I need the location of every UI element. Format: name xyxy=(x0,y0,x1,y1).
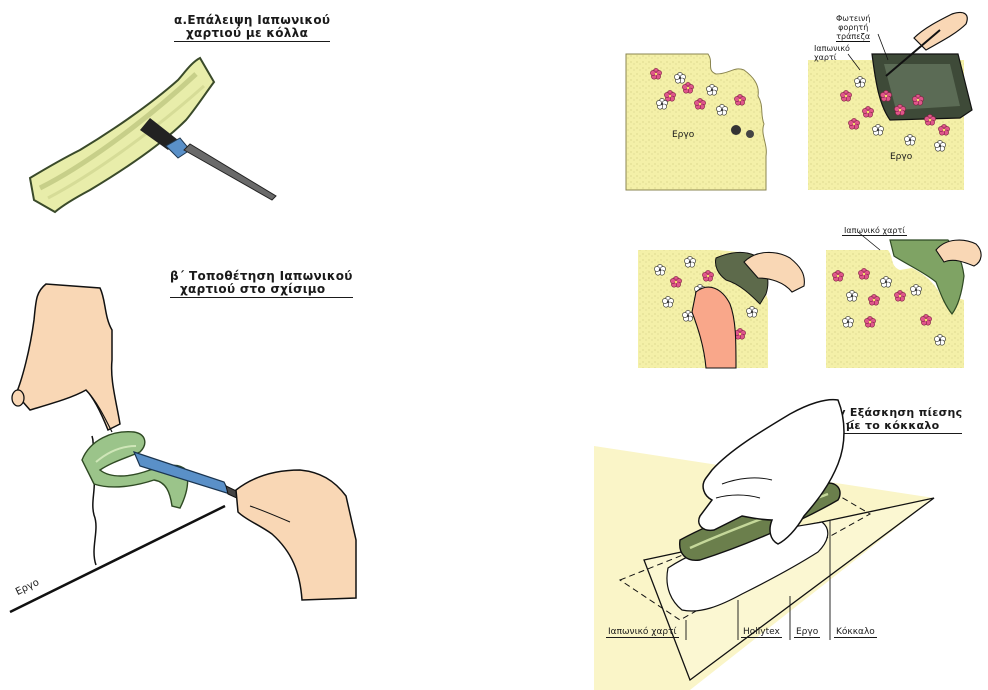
label-light-table-3: τράπεζα xyxy=(836,32,870,42)
panel-1-artwork xyxy=(626,54,766,190)
label-ergo-bottom: Εργο xyxy=(794,627,820,638)
label-light-table-1: Φωτεινή xyxy=(836,14,870,23)
holding-hand xyxy=(236,470,356,600)
brush-handle xyxy=(184,144,276,200)
label-japanese-paper-bottom: Ιαπωνικό χαρτί xyxy=(606,627,679,638)
label-light-table-2: φορητή xyxy=(836,23,870,32)
label-ergo-panel1: Εργο xyxy=(672,130,694,140)
label-ergo-panel2: Εργο xyxy=(890,152,912,162)
panel-1-illustration xyxy=(626,54,766,190)
panel-3-illustration xyxy=(638,250,804,368)
work-surface-line xyxy=(10,506,225,612)
panel-2-illustration xyxy=(808,12,972,190)
step-a-illustration xyxy=(30,58,276,212)
label-hollytex: Hollytex xyxy=(741,627,782,638)
label-light-table: Φωτεινή φορητή τράπεζα xyxy=(836,14,870,42)
panel-4-illustration xyxy=(826,232,981,368)
label-japanese-paper-panel2: Ιαπωνικό χαρτί xyxy=(814,44,850,62)
step-b-illustration xyxy=(10,284,356,612)
label-japanese-paper-panel2-2: χαρτί xyxy=(814,53,850,62)
step-g-illustration xyxy=(594,400,934,690)
label-bone-folder: Κόκκαλο xyxy=(834,627,877,638)
label-japanese-paper-panel2-1: Ιαπωνικό xyxy=(814,44,850,53)
pointing-hand xyxy=(16,284,120,430)
label-japanese-paper-panel4: Ιαπωνικό χαρτί xyxy=(842,226,907,236)
